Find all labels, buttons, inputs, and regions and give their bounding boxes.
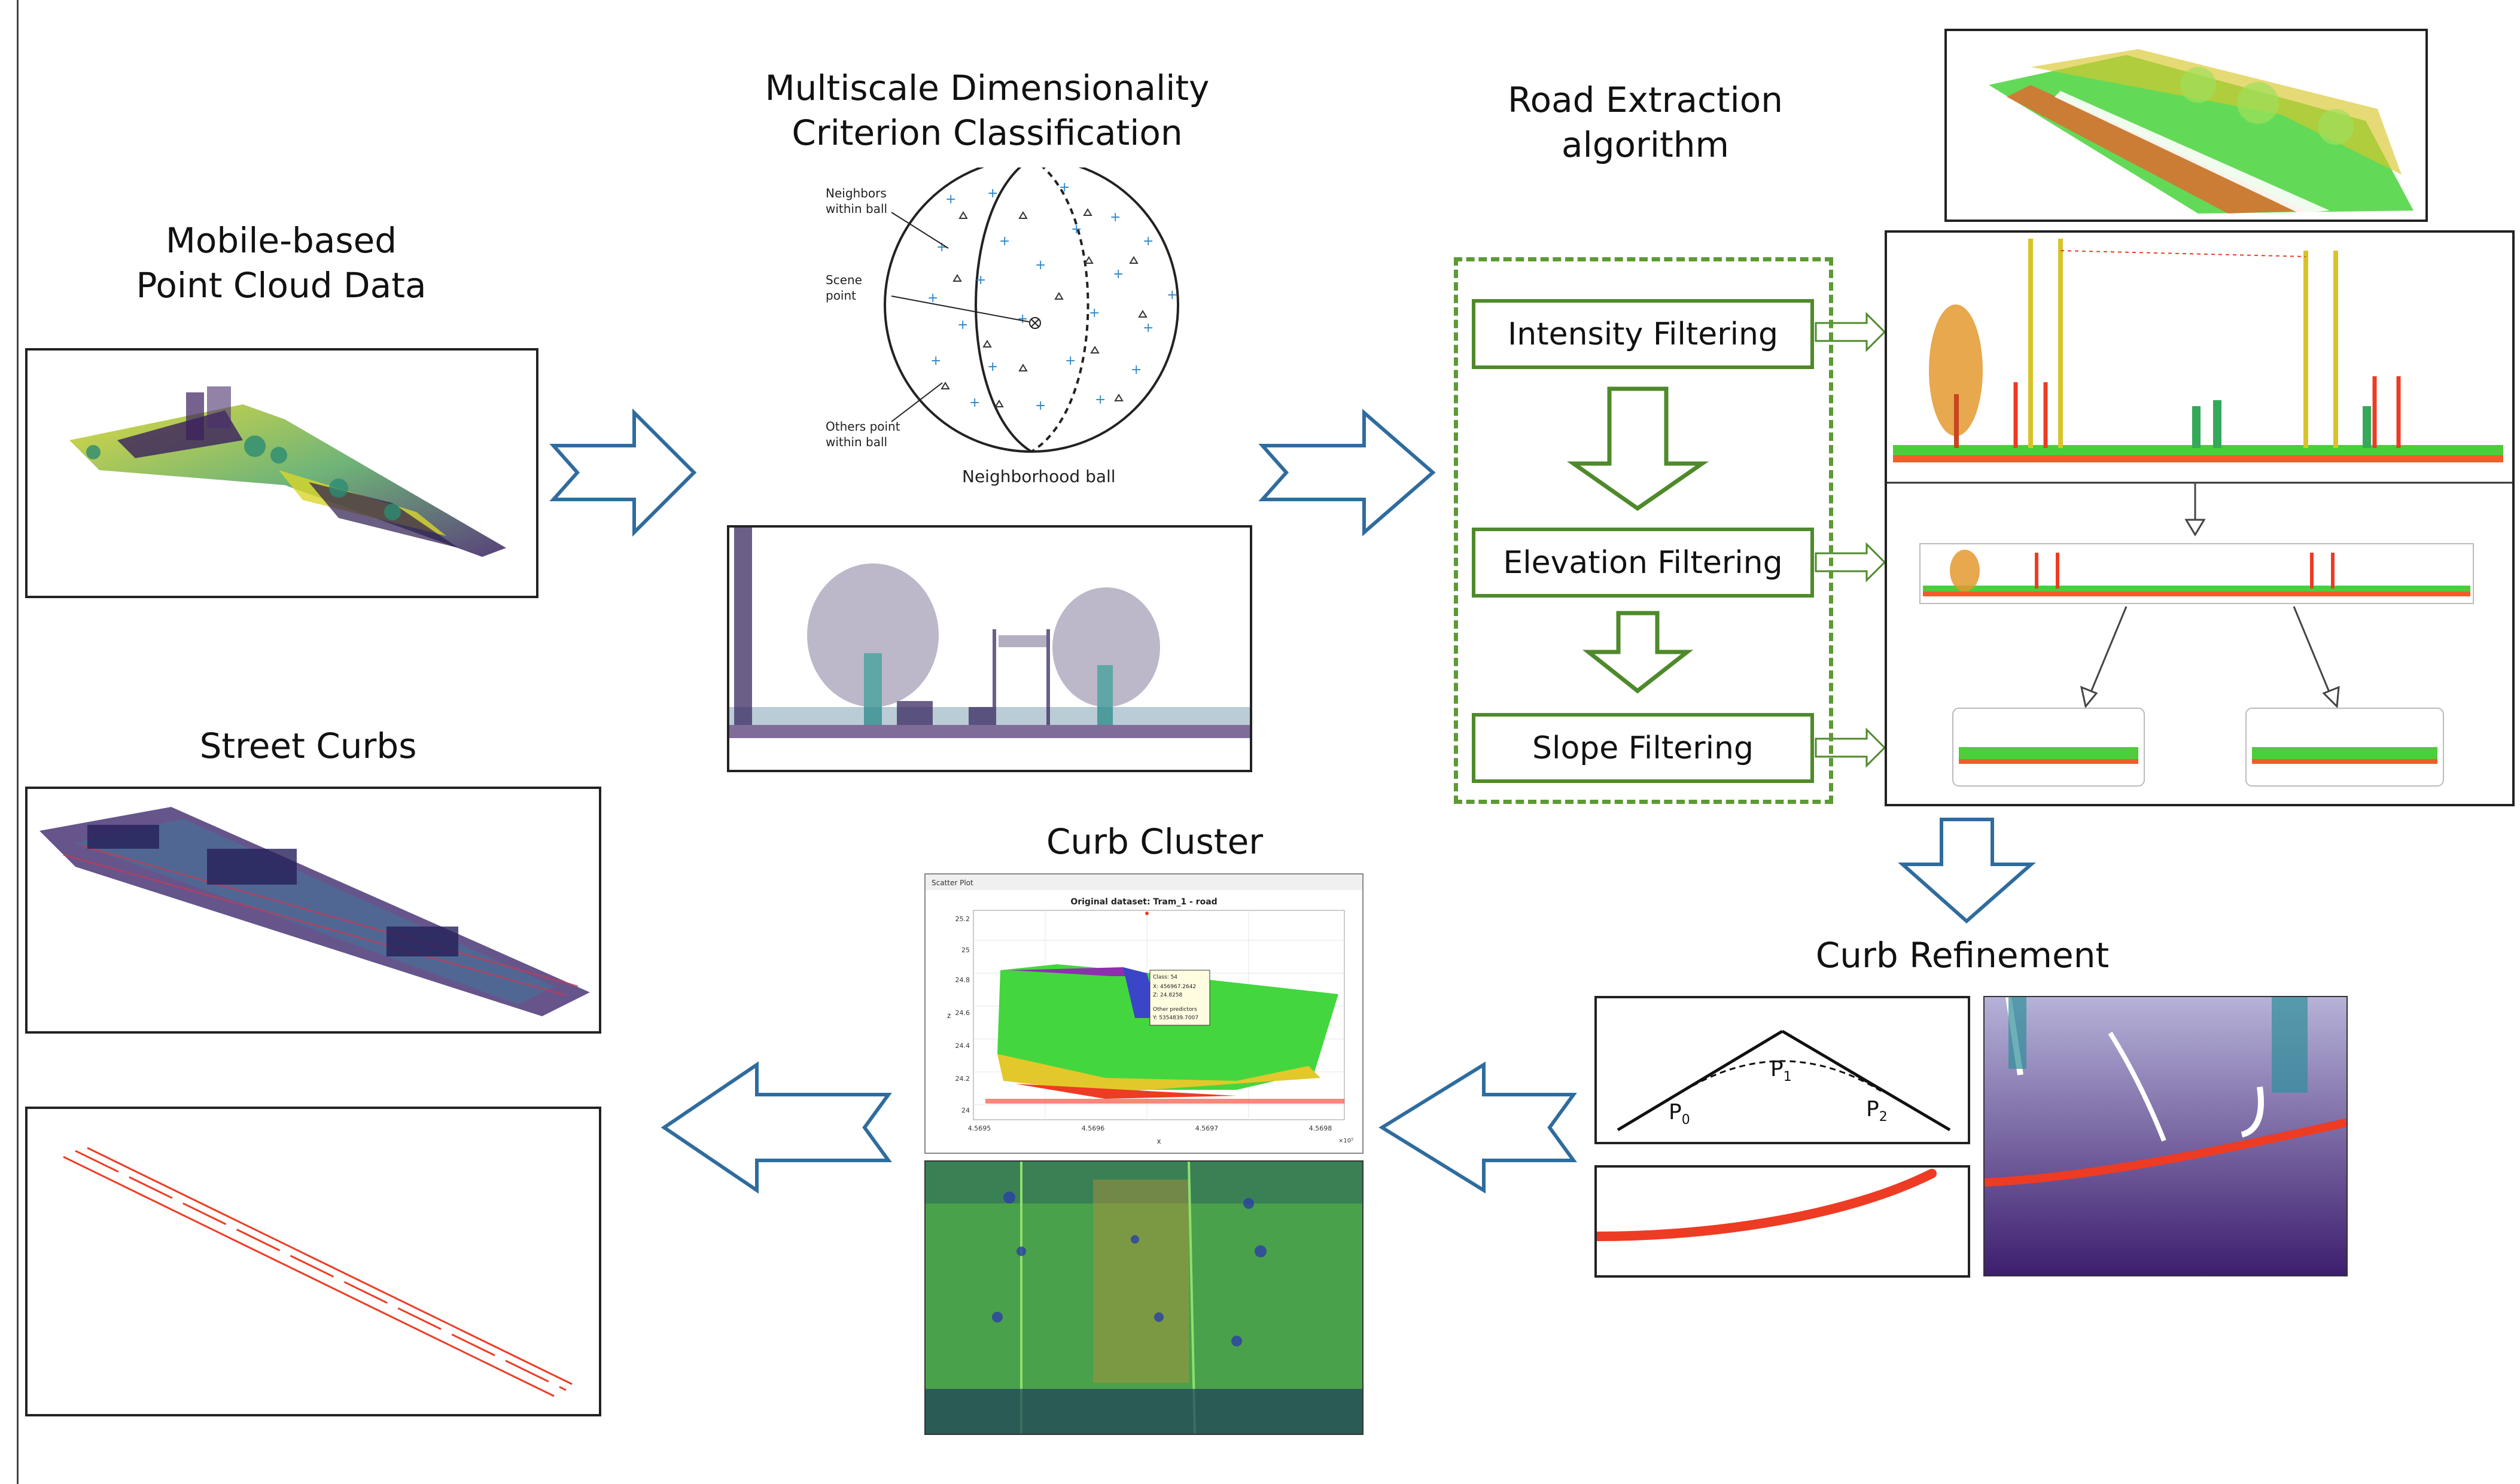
svg-text:+: + [1143,321,1154,336]
ball-meridian-back [1030,157,1089,453]
street-curbs-pointcloud-image [25,787,601,1034]
svg-text:4.5695: 4.5695 [968,1125,991,1132]
svg-text:+: + [1035,398,1046,413]
svg-text:+: + [1035,258,1046,273]
svg-text:Class: 54: Class: 54 [1153,974,1177,980]
title-curb-refinement: Curb Refinement [1815,935,2110,976]
neighbor-points: + + + + + + + + + + + + + + + + + + + + + + + + [927,180,1177,413]
svg-text:x: x [1156,1137,1161,1145]
slope-filtering-box: Slope Filtering [1472,713,1814,783]
svg-text:+: + [1095,392,1106,407]
road-overview-image [1944,29,2428,222]
label-p1: P1 [1770,1057,1792,1085]
svg-text:+: + [1059,180,1070,195]
arrow-right-2 [1258,409,1436,537]
ball-outline [884,157,1179,453]
svg-text:25: 25 [961,946,970,954]
svg-text:4.5697: 4.5697 [1195,1125,1219,1132]
refined-curb-pointcloud-image [1983,996,2348,1276]
svg-text:+: + [969,395,980,410]
svg-text:+: + [936,240,947,255]
curb-cluster-green-image [924,1160,1364,1435]
label-p2: P2 [1866,1097,1888,1125]
arrow-right-1 [549,408,697,537]
svg-text:4.5698: 4.5698 [1309,1125,1332,1132]
curve-diagram-box: P0 P1 P2 [1594,996,1970,1144]
scatter-window-title: Scatter Plot [932,879,973,887]
svg-text:X: 456967.2642: X: 456967.2642 [1153,984,1196,990]
svg-text:+: + [927,291,938,306]
arrow-left-1 [1378,1061,1577,1194]
svg-text:+: + [1131,362,1142,377]
arrow-left-2 [661,1061,892,1194]
svg-text:+: + [1167,288,1177,303]
svg-text:+: + [975,273,986,288]
svg-text:24.4: 24.4 [955,1042,970,1050]
refined-curb-line-image [1594,1165,1970,1278]
svg-text:+: + [1017,312,1028,327]
left-rule [17,0,19,1484]
svg-text:+: + [1071,222,1082,237]
title-curb-cluster: Curb Cluster [1046,821,1264,862]
svg-text:+: + [930,354,941,368]
svg-text:24.6: 24.6 [955,1009,970,1017]
curb-cluster-scatter-plot: Scatter Plot Original dataset: Tram_1 - … [924,873,1364,1154]
scatter-title: Original dataset: Tram_1 - road [1070,897,1217,907]
svg-text:+: + [1110,210,1121,225]
label-p0: P0 [1669,1100,1690,1128]
label-neighborhood-ball: Neighborhood ball [962,467,1116,486]
svg-text:24.2: 24.2 [955,1075,970,1083]
svg-text:+: + [957,318,968,333]
svg-text:+: + [987,359,998,374]
classified-street-image [727,525,1252,772]
svg-text:Y: 5354839.7007: Y: 5354839.7007 [1152,1015,1198,1021]
svg-text:+: + [987,186,998,201]
mobile-point-cloud-image [25,348,538,598]
svg-text:Other predictors: Other predictors [1153,1007,1197,1013]
svg-text:z: z [947,1011,951,1020]
svg-text:Z: 24.8258: Z: 24.8258 [1153,992,1183,998]
ball-meridian-front [975,157,1033,453]
svg-text:×10⁵: ×10⁵ [1338,1138,1353,1144]
svg-text:25.2: 25.2 [955,915,970,923]
street-curbs-lines-image [25,1107,601,1416]
scene-point [1029,317,1041,329]
svg-text:+: + [1065,354,1076,368]
filter-results-panel [1885,230,2515,806]
arrow-down-refinement [1898,818,2036,924]
svg-text:+: + [945,192,956,207]
svg-text:+: + [1089,306,1100,321]
svg-text:24.8: 24.8 [955,976,970,984]
road-extraction-box [1454,257,1833,804]
svg-text:+: + [999,234,1010,249]
svg-text:4.5696: 4.5696 [1082,1125,1105,1132]
svg-text:24: 24 [961,1107,970,1114]
svg-text:+: + [1113,267,1124,282]
title-street-curbs: Street Curbs [199,726,417,766]
intensity-filtering-box: Intensity Filtering [1472,299,1814,369]
other-points [941,208,1148,407]
svg-text:+: + [1143,234,1154,249]
elevation-filtering-box: Elevation Filtering [1472,528,1814,598]
